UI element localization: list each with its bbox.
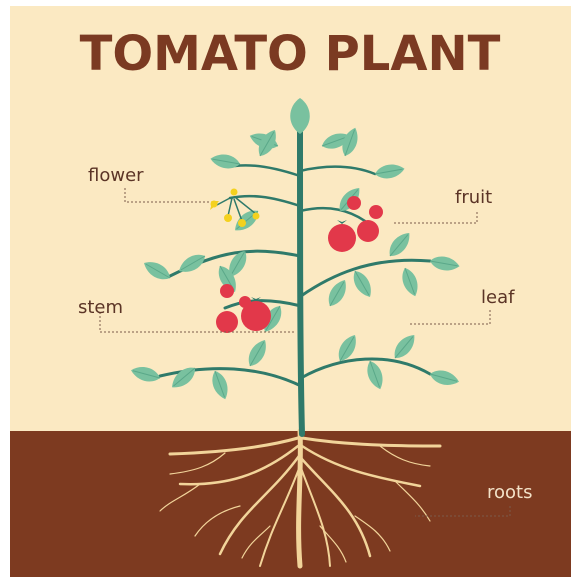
label-roots: roots: [487, 482, 532, 503]
label-leaf: leaf: [481, 287, 515, 308]
label-flower: flower: [88, 165, 144, 186]
label-stem: stem: [78, 297, 123, 318]
label-fruit: fruit: [455, 187, 492, 208]
diagram-title: TOMATO PLANT: [80, 26, 501, 82]
diagram-frame: TOMATO PLANT: [10, 6, 571, 577]
tomato-plant-diagram: TOMATO PLANT: [10, 6, 571, 577]
